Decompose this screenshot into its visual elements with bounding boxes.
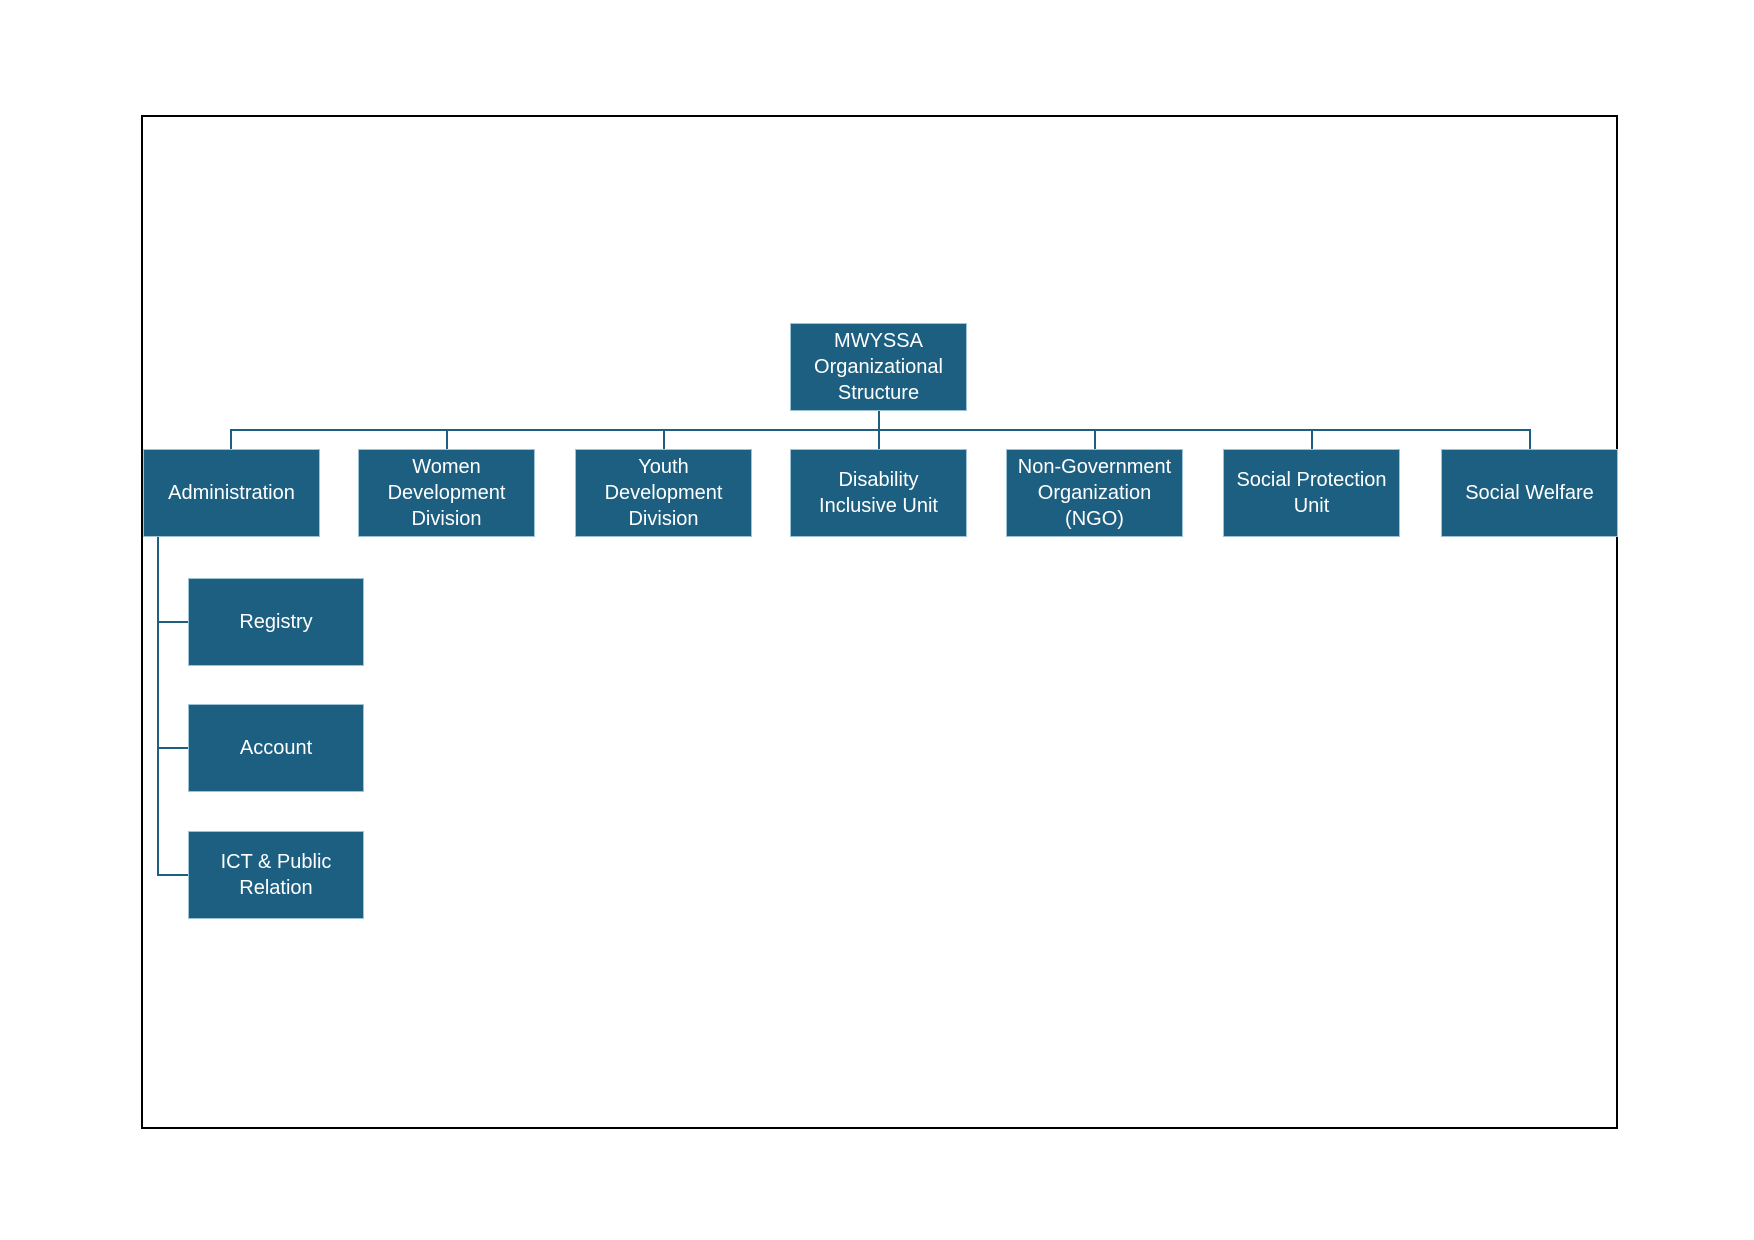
connector-drop-youth-development <box>663 429 665 449</box>
connector-stub-ict-public-relation <box>157 874 188 876</box>
org-node-registry-label: Registry <box>239 611 313 633</box>
org-node-root: MWYSSA Organizational Structure <box>790 323 967 411</box>
org-node-root-label: MWYSSA Organizational Structure <box>814 330 943 404</box>
connector-admin-vertical <box>157 537 159 876</box>
org-node-women-development-label: Women Development Division <box>387 456 506 530</box>
org-node-account-label: Account <box>239 737 313 759</box>
org-node-social-welfare-label: Social Welfare <box>1465 482 1594 504</box>
org-node-women-development: Women Development Division <box>358 449 535 537</box>
connector-stub-account <box>157 747 188 749</box>
connector-drop-social-welfare <box>1529 429 1531 449</box>
org-node-disability-inclusive: Disability Inclusive Unit <box>790 449 967 537</box>
connector-drop-ngo <box>1094 429 1096 449</box>
org-node-administration: Administration <box>143 449 320 537</box>
org-node-ngo-label: Non-Government Organization (NGO) <box>1017 456 1172 530</box>
connector-drop-women-development <box>446 429 448 449</box>
org-node-social-welfare: Social Welfare <box>1441 449 1618 537</box>
org-node-account: Account <box>188 704 364 792</box>
org-node-ict-public-relation: ICT & Public Relation <box>188 831 364 919</box>
connector-root-drop <box>878 411 880 429</box>
org-node-ngo: Non-Government Organization (NGO) <box>1006 449 1183 537</box>
org-node-social-protection: Social Protection Unit <box>1223 449 1400 537</box>
connector-stub-registry <box>157 621 188 623</box>
org-node-registry: Registry <box>188 578 364 666</box>
org-node-youth-development-label: Youth Development Division <box>604 456 723 530</box>
org-node-disability-inclusive-label: Disability Inclusive Unit <box>819 469 938 517</box>
org-node-ict-public-relation-label: ICT & Public Relation <box>220 851 332 899</box>
connector-drop-social-protection <box>1311 429 1313 449</box>
slide-frame <box>141 115 1618 1129</box>
connector-drop-administration <box>230 429 232 449</box>
org-node-youth-development: Youth Development Division <box>575 449 752 537</box>
org-node-administration-label: Administration <box>168 482 295 504</box>
connector-drop-disability-inclusive <box>878 429 880 449</box>
connector-main-horizontal <box>230 429 1531 431</box>
org-node-social-protection-label: Social Protection Unit <box>1236 469 1387 517</box>
